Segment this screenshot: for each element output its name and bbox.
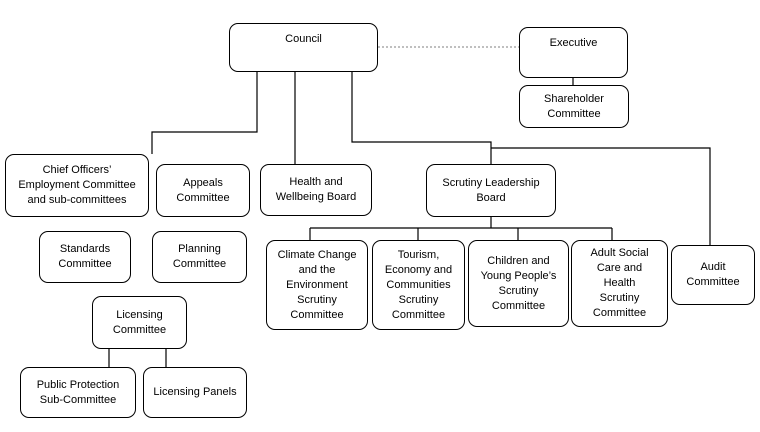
council-committees-link bbox=[151, 72, 258, 154]
licensing-panels-box: Licensing Panels bbox=[143, 367, 247, 418]
executive-box: Executive bbox=[519, 27, 628, 78]
appeals-committee-label: Appeals Committee bbox=[176, 176, 230, 204]
licensing-panels-label: Licensing Panels bbox=[153, 386, 237, 398]
public-protection-label: Public Protection Sub-Committee bbox=[36, 378, 120, 406]
chief-officers-label: Chief Officers’ Employment Committee and… bbox=[18, 164, 136, 206]
scrutiny-leadership-box: Scrutiny Leadership Board bbox=[426, 164, 556, 217]
audit-committee-label: Audit Committee bbox=[686, 261, 740, 288]
public-protection-box: Public Protection Sub-Committee bbox=[20, 367, 136, 418]
planning-committee-label: Planning Committee bbox=[172, 243, 227, 270]
council-scrutiny-link bbox=[351, 72, 492, 164]
health-wellbeing-box: Health and Wellbeing Board bbox=[260, 164, 372, 216]
health-wellbeing-label: Health and Wellbeing Board bbox=[275, 176, 357, 203]
appeals-committee-box: Appeals Committee bbox=[156, 164, 250, 217]
audit-committee-box: Audit Committee bbox=[671, 245, 755, 305]
licensing-committee-label: Licensing Committee bbox=[112, 308, 167, 336]
standards-committee-label: Standards Committee bbox=[58, 243, 112, 270]
climate-scrutiny-label: Climate Change and the Environment Scrut… bbox=[277, 248, 357, 321]
scrutiny-leadership-label: Scrutiny Leadership Board bbox=[442, 176, 540, 204]
council-audit-link bbox=[491, 147, 711, 245]
standards-committee-box: Standards Committee bbox=[39, 231, 131, 283]
council-box: Council bbox=[229, 23, 378, 72]
executive-label: Executive bbox=[549, 37, 598, 49]
tourism-scrutiny-label: Tourism, Economy and Communities Scrutin… bbox=[384, 248, 453, 321]
children-scrutiny-box: Children and Young People’s Scrutiny Com… bbox=[468, 240, 569, 327]
children-scrutiny-label: Children and Young People’s Scrutiny Com… bbox=[480, 254, 557, 312]
adult-social-care-scrutiny-box: Adult Social Care and Health Scrutiny Co… bbox=[571, 240, 668, 327]
climate-scrutiny-box: Climate Change and the Environment Scrut… bbox=[266, 240, 368, 330]
licensing-committee-box: Licensing Committee bbox=[92, 296, 187, 349]
shareholder-committee-label: Shareholder Committee bbox=[544, 92, 604, 120]
tourism-scrutiny-box: Tourism, Economy and Communities Scrutin… bbox=[372, 240, 465, 330]
council-label: Council bbox=[285, 33, 322, 45]
planning-committee-box: Planning Committee bbox=[152, 231, 247, 283]
shareholder-committee-box: Shareholder Committee bbox=[519, 85, 629, 128]
adult-social-care-scrutiny-label: Adult Social Care and Health Scrutiny Co… bbox=[590, 247, 649, 319]
chief-officers-box: Chief Officers’ Employment Committee and… bbox=[5, 154, 149, 217]
